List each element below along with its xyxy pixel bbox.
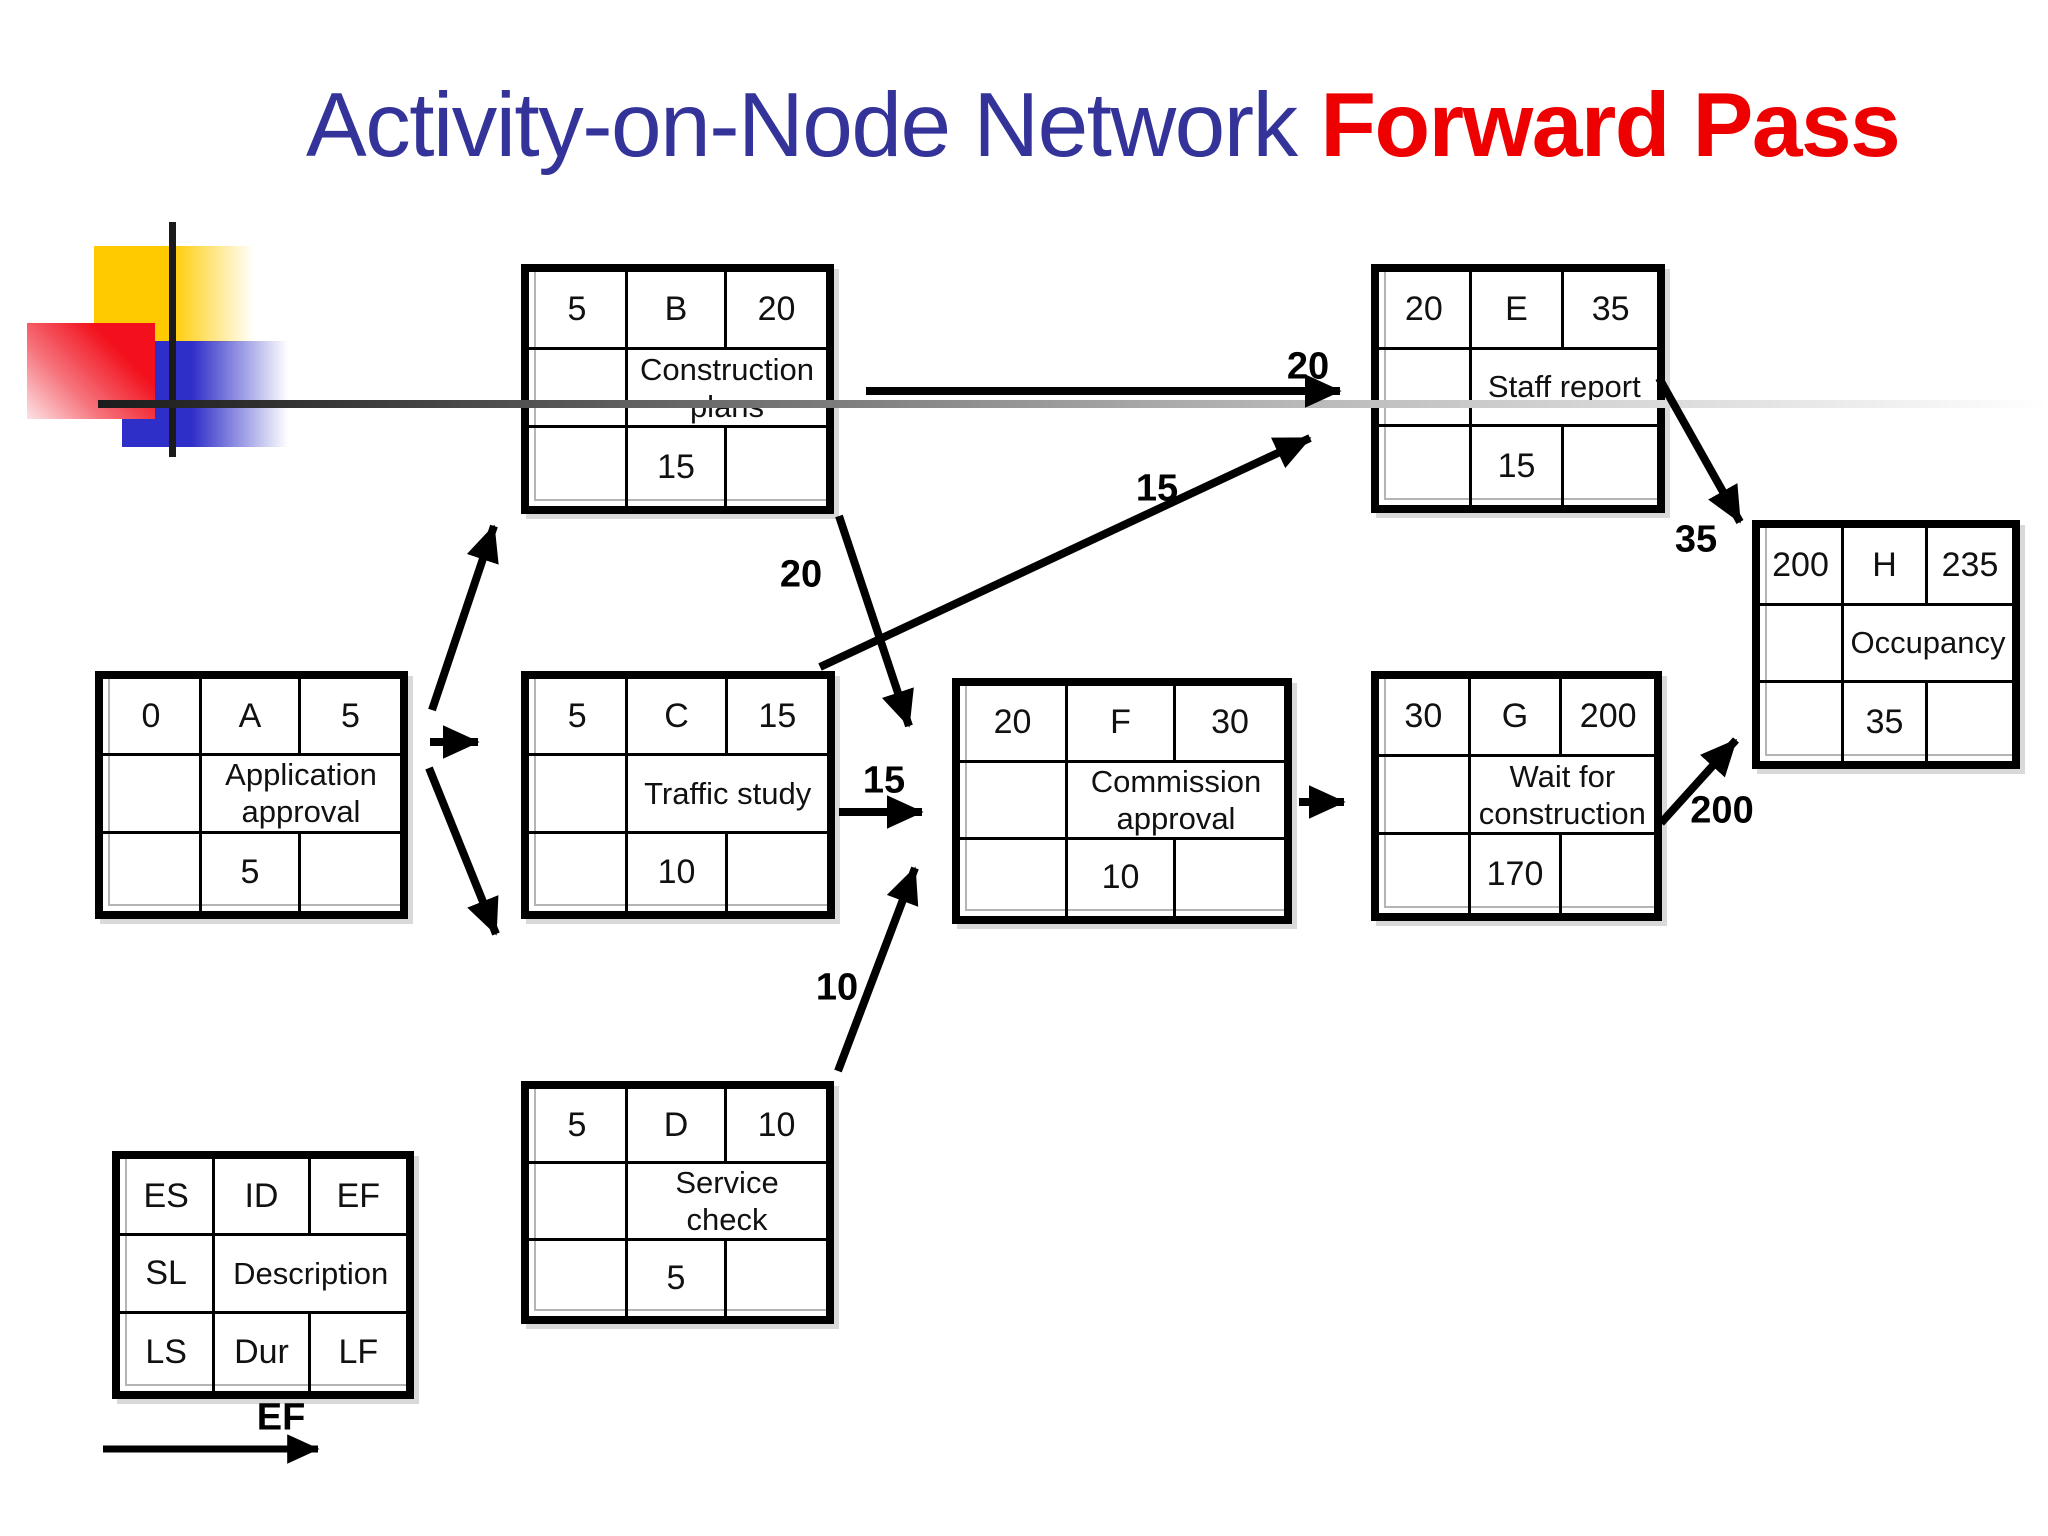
node-F-ef: 30 [1176, 686, 1284, 763]
node-F: 20 F 30 Commission approval 10 [952, 678, 1292, 924]
node-C-es: 5 [529, 679, 629, 757]
node-A-description: Application approval [202, 756, 400, 834]
node-D-ef: 10 [727, 1089, 826, 1164]
node-B-ls [529, 428, 628, 506]
node-E-duration: 15 [1472, 427, 1565, 505]
node-E-es: 20 [1379, 272, 1472, 350]
node-F-es: 20 [960, 686, 1068, 763]
legend-sl: SL [120, 1236, 216, 1314]
node-E-ef: 35 [1564, 272, 1657, 350]
edge-a-d [425, 766, 500, 936]
legend-ef: EF [310, 1159, 406, 1237]
node-H-ls [1760, 683, 1844, 761]
edge-a-b [428, 524, 499, 712]
node-H-id: H [1844, 528, 1928, 606]
node-E-id: E [1471, 272, 1565, 350]
node-A-ls [103, 833, 202, 911]
node-H-duration: 35 [1844, 683, 1928, 761]
node-B-sl [529, 350, 628, 428]
node-B-duration: 15 [628, 428, 727, 506]
edge-label-c-e: 15 [1135, 467, 1179, 510]
edge-label-e-h: 35 [1674, 518, 1718, 561]
node-C-description: Traffic study [628, 756, 827, 834]
page-title: Activity-on-Node Network Forward Pass [306, 62, 1901, 190]
node-C: 5 C 15 Traffic study 10 [521, 671, 835, 919]
edge-b-f [835, 514, 914, 728]
node-G-es: 30 [1379, 679, 1471, 757]
node-G-ef: 200 [1562, 679, 1654, 757]
node-D-ls [529, 1241, 628, 1316]
node-F-ls [960, 839, 1068, 916]
node-G-duration: 170 [1471, 835, 1563, 913]
legend-ls: LS [120, 1313, 216, 1391]
node-D-sl [529, 1164, 628, 1241]
node-F-duration: 10 [1068, 839, 1176, 916]
node-D-description: Service check [628, 1164, 826, 1241]
node-D-es: 5 [529, 1089, 628, 1164]
node-C-id: C [628, 679, 728, 757]
title-accent: Forward Pass [1320, 75, 1900, 176]
edge-c-e [818, 434, 1312, 671]
legend-id: ID [215, 1159, 311, 1237]
node-G-ls [1379, 835, 1471, 913]
legend-ef-axis-label: EF [256, 1396, 306, 1439]
node-A-duration: 5 [202, 833, 301, 911]
edge-g-h [1658, 737, 1739, 826]
edge-e-h [1655, 376, 1744, 524]
node-G-id: G [1470, 679, 1563, 757]
edge-label-c-f: 15 [862, 759, 906, 802]
node-H-sl [1760, 605, 1844, 684]
node-G: 30 G 200 Wait for construction 170 [1371, 671, 1662, 921]
node-G-sl [1379, 757, 1471, 835]
node-F-sl [960, 762, 1068, 840]
node-C-ls [529, 833, 629, 911]
legend-box: ES ID EF SL Description LS Dur LF [112, 1151, 414, 1399]
node-A: 0 A 5 Application approval 5 [95, 671, 408, 919]
node-A-id: A [202, 679, 301, 757]
node-H-es: 200 [1760, 528, 1844, 606]
node-B-id: B [628, 272, 727, 350]
node-H: 200 H 235 Occupancy 35 [1752, 520, 2020, 769]
node-H-description: Occupancy [1844, 606, 2012, 684]
legend-description: Description [215, 1236, 406, 1314]
node-E-ls [1379, 427, 1472, 505]
edge-d-f [834, 866, 919, 1073]
node-D-duration: 5 [628, 1241, 727, 1316]
node-F-description: Commission approval [1068, 763, 1284, 840]
node-E-sl [1379, 349, 1472, 428]
edge-label-g-h: 200 [1690, 789, 1754, 832]
node-E-description: Staff report [1471, 350, 1657, 428]
node-A-es: 0 [103, 679, 202, 757]
node-C-duration: 10 [628, 833, 728, 911]
node-B-ef: 20 [727, 272, 826, 350]
edge-label-b-e: 20 [1286, 345, 1330, 388]
legend-lf: LF [338, 1332, 379, 1371]
node-H-ef: 235 [1928, 528, 2012, 606]
legend-es: ES [120, 1159, 216, 1237]
node-D-id: D [628, 1089, 727, 1164]
legend-dur: Dur [215, 1313, 311, 1391]
decor-vertical-line [169, 222, 176, 457]
node-G-description: Wait for construction [1470, 757, 1654, 835]
edge-label-d-f: 10 [815, 966, 859, 1009]
node-F-id: F [1068, 686, 1176, 763]
node-B-es: 5 [529, 272, 628, 350]
title-main: Activity-on-Node Network [306, 75, 1321, 176]
decor-horizontal-line [98, 400, 2048, 408]
node-D: 5 D 10 Service check 5 [521, 1081, 834, 1324]
node-A-ef: 5 [301, 679, 400, 757]
edge-label-b-f: 20 [779, 553, 823, 596]
node-C-ef: 15 [727, 679, 827, 757]
node-A-sl [103, 756, 202, 834]
node-C-sl [529, 756, 629, 834]
